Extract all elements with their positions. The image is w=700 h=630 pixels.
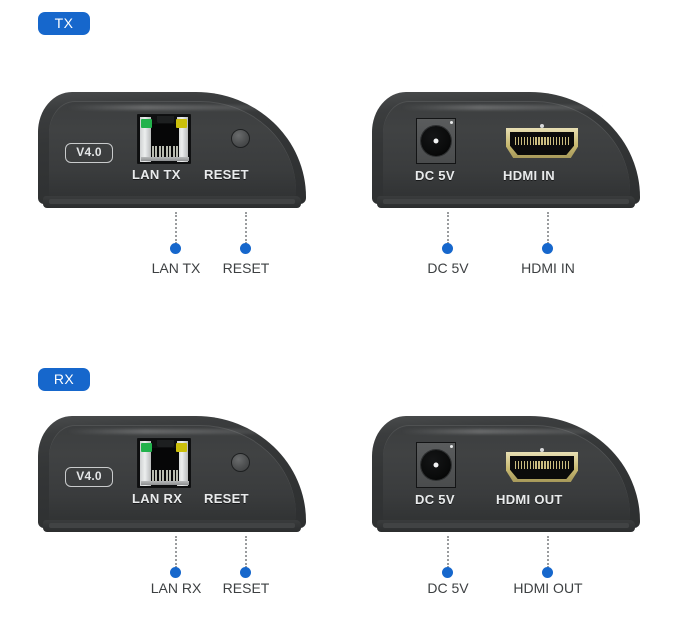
reset-button[interactable] xyxy=(231,453,250,472)
dc-jack-screw xyxy=(450,121,453,124)
hdmi-alignment-tab xyxy=(540,124,544,128)
rj45-port-lan-rx[interactable] xyxy=(137,438,191,488)
dc-power-jack[interactable] xyxy=(416,118,456,164)
callout-dot-lan-tx xyxy=(170,243,181,254)
device-label-reset: RESET xyxy=(204,167,249,182)
device-highlight xyxy=(401,105,607,110)
device-base-strip xyxy=(43,520,301,532)
hdmi-port-in[interactable] xyxy=(506,124,578,158)
callout-dot-reset-tx xyxy=(240,243,251,254)
link-led-icon xyxy=(141,119,152,128)
rj45-pins xyxy=(152,470,178,484)
callout-label-reset-tx: RESET xyxy=(222,260,270,276)
callout-label-hdmi-out: HDMI OUT xyxy=(513,580,583,596)
device-label-lan: LAN RX xyxy=(132,491,183,506)
device-highlight xyxy=(401,429,607,434)
hdmi-alignment-tab xyxy=(540,448,544,452)
callout-dot-hdmi-in xyxy=(542,243,553,254)
callout-label-dc-rx: DC 5V xyxy=(427,580,469,596)
rj45-port-lan-tx[interactable] xyxy=(137,114,191,164)
device-highlight xyxy=(67,429,273,434)
device-highlight xyxy=(67,105,273,110)
rj45-bottom-lip xyxy=(141,157,189,161)
callout-label-lan-tx: LAN TX xyxy=(151,260,201,276)
device-base-strip xyxy=(377,520,635,532)
hdmi-pins xyxy=(515,137,569,145)
device-label-hdmi: HDMI OUT xyxy=(496,492,563,507)
version-stamp: V4.0 xyxy=(65,143,113,163)
reset-button[interactable] xyxy=(231,129,250,148)
dc-jack-screw xyxy=(450,445,453,448)
hdmi-port-out[interactable] xyxy=(506,448,578,482)
rj45-shield-right xyxy=(177,441,188,486)
callout-label-hdmi-in: HDMI IN xyxy=(521,260,575,276)
rj45-shield-left xyxy=(140,441,151,486)
hdmi-pins xyxy=(515,461,569,469)
callout-line-hdmi-out xyxy=(547,536,549,568)
device-label-hdmi: HDMI IN xyxy=(503,168,555,183)
unit-badge-rx: RX xyxy=(38,368,90,391)
device-tx-lan-face: V4.0 LAN TX RESET xyxy=(38,92,306,212)
rj45-latch-notch xyxy=(157,440,174,447)
rj45-bottom-lip xyxy=(141,481,189,485)
device-label-dc: DC 5V xyxy=(415,492,455,507)
callout-label-reset-rx: RESET xyxy=(222,580,270,596)
device-tx-io-face: DC 5V HDMI IN xyxy=(372,92,640,212)
unit-badge-tx: TX xyxy=(38,12,90,35)
rj45-shield-left xyxy=(140,117,151,162)
callout-dot-dc-rx xyxy=(442,567,453,578)
rj45-latch-notch xyxy=(157,116,174,123)
version-stamp: V4.0 xyxy=(65,467,113,487)
callout-line-lan-rx xyxy=(175,536,177,568)
callout-line-lan-tx xyxy=(175,212,177,244)
callout-dot-reset-rx xyxy=(240,567,251,578)
device-base-strip xyxy=(377,196,635,208)
dc-power-jack[interactable] xyxy=(416,442,456,488)
callout-label-lan-rx: LAN RX xyxy=(150,580,202,596)
callout-label-dc-tx: DC 5V xyxy=(427,260,469,276)
callout-dot-lan-rx xyxy=(170,567,181,578)
callout-dot-hdmi-out xyxy=(542,567,553,578)
dc-jack-pin xyxy=(433,138,439,144)
device-base-strip xyxy=(43,196,301,208)
callout-dot-dc-tx xyxy=(442,243,453,254)
callout-line-reset-rx xyxy=(245,536,247,568)
dc-jack-pin xyxy=(433,462,439,468)
device-label-dc: DC 5V xyxy=(415,168,455,183)
rj45-pins xyxy=(152,146,178,160)
device-rx-lan-face: V4.0 LAN RX RESET xyxy=(38,416,306,536)
device-label-lan: LAN TX xyxy=(132,167,181,182)
callout-line-reset-tx xyxy=(245,212,247,244)
device-rx-io-face: DC 5V HDMI OUT xyxy=(372,416,640,536)
callout-line-dc-tx xyxy=(447,212,449,244)
link-led-icon xyxy=(141,443,152,452)
rj45-shield-right xyxy=(177,117,188,162)
callout-line-dc-rx xyxy=(447,536,449,568)
device-label-reset: RESET xyxy=(204,491,249,506)
activity-led-icon xyxy=(176,119,187,128)
callout-line-hdmi-in xyxy=(547,212,549,244)
activity-led-icon xyxy=(176,443,187,452)
